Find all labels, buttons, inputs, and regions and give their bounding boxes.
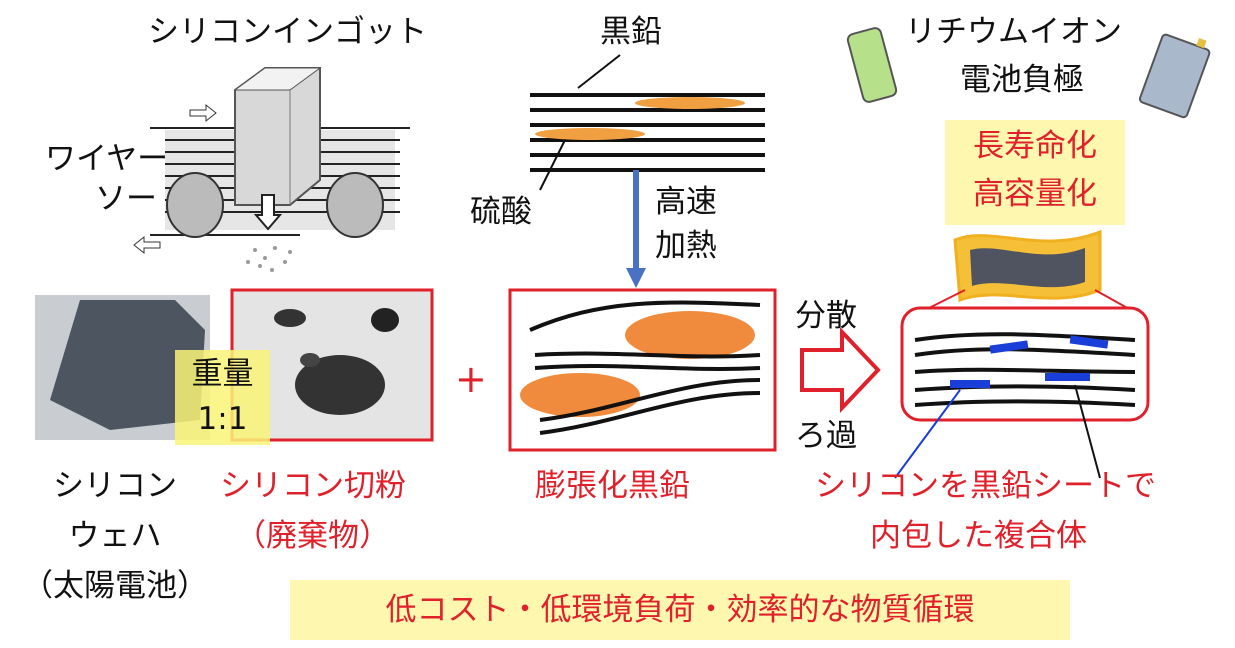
graphite-layers	[530, 93, 765, 172]
battery-title-2: 電池負極	[960, 62, 1084, 98]
wafer-label-3: （太陽電池）	[22, 568, 208, 604]
process-label-2: 加熱	[655, 228, 717, 264]
benefit-2: 高容量化	[973, 176, 1097, 212]
benefits-highlight	[945, 120, 1125, 225]
heating-arrow	[626, 170, 646, 288]
composite-label-1: シリコンを黒鉛シートで	[815, 468, 1156, 504]
benefit-1: 長寿命化	[973, 128, 1097, 164]
expanded-graphite-illustration	[508, 288, 777, 452]
filter-label: ろ過	[795, 418, 857, 454]
wafer-label-2: ウェハ	[68, 518, 162, 554]
expanded-graphite-label: 膨張化黒鉛	[535, 468, 690, 504]
wafer-label-1: シリコン	[53, 468, 177, 504]
sulfuric-acid-label: 硫酸	[470, 194, 532, 230]
process-label-1: 高速	[655, 184, 717, 220]
weight-ratio-label: 重量	[191, 356, 254, 392]
wire-saw-illustration	[133, 67, 410, 272]
disperse-arrow	[800, 326, 881, 414]
ingot-title: シリコンインゴット	[148, 14, 427, 50]
wire-saw-label-1: ワイヤー	[45, 141, 169, 177]
wire-saw-label-2: ソー	[95, 181, 157, 217]
chips-label-2: （廃棄物）	[235, 518, 390, 554]
weight-ratio-value: 1:1	[197, 401, 248, 437]
chips-label-1: シリコン切粉	[220, 468, 406, 504]
battery-title-1: リチウムイオン	[905, 14, 1122, 50]
plus-sign: +	[455, 357, 487, 401]
weight-ratio-highlight	[175, 350, 270, 445]
composite-illustration	[894, 306, 1150, 479]
footer-slogan: 低コスト・低環境負荷・効率的な物質循環	[385, 592, 975, 628]
cylinder-battery-icon	[846, 27, 898, 103]
composite-label-2: 内包した複合体	[870, 518, 1087, 554]
pouch-battery-icon	[1138, 33, 1211, 119]
disperse-label: 分散	[795, 298, 857, 334]
footer-highlight	[290, 580, 1070, 640]
graphite-title: 黒鉛	[600, 14, 662, 50]
